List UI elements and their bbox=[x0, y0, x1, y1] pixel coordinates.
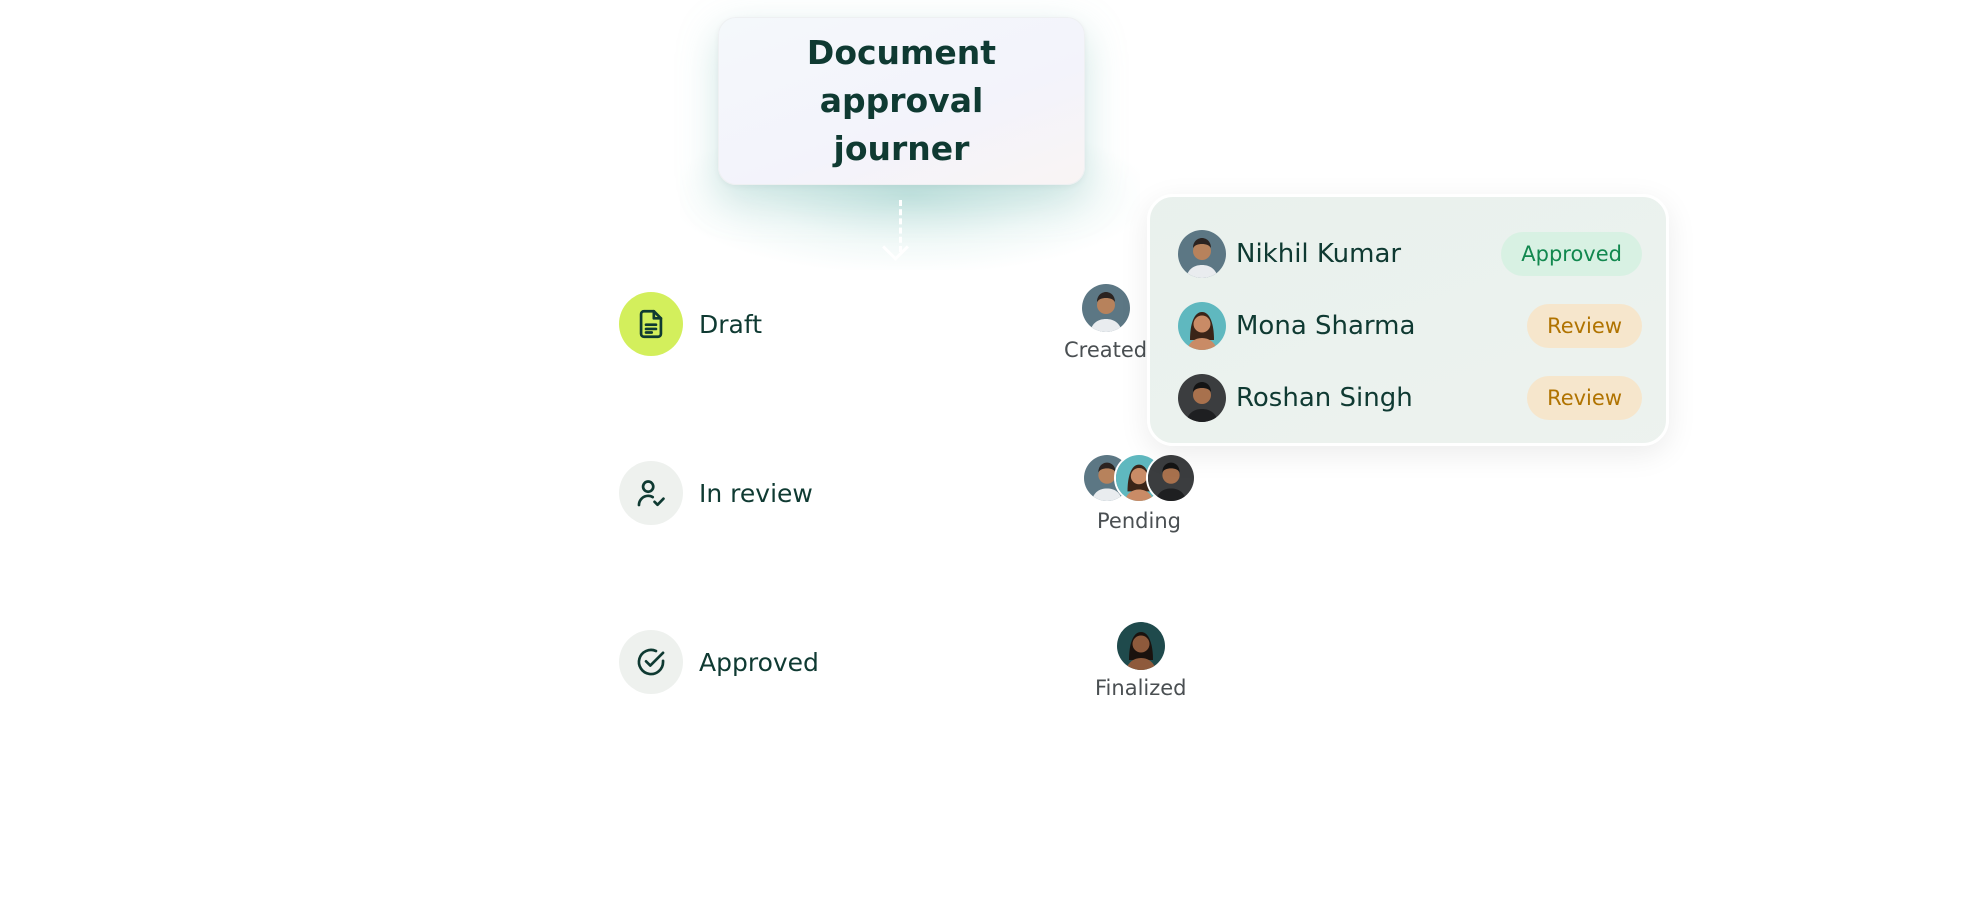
stage-label: Draft bbox=[699, 309, 763, 339]
reviewer-row[interactable]: Nikhil Kumar Approved bbox=[1178, 229, 1642, 279]
avatar-man-icon bbox=[1178, 374, 1226, 422]
document-icon bbox=[639, 309, 663, 339]
stage-in-review[interactable]: In review bbox=[619, 461, 813, 525]
journey-title-card: Document approval journer bbox=[718, 17, 1085, 185]
avatar-man-icon bbox=[1148, 455, 1194, 501]
avatar bbox=[1178, 302, 1226, 350]
avatar bbox=[1178, 374, 1226, 422]
reviewer-row[interactable]: Roshan Singh Review bbox=[1178, 373, 1642, 423]
page-title: Document approval journer bbox=[806, 33, 997, 168]
reviewer-row[interactable]: Mona Sharma Review bbox=[1178, 301, 1642, 351]
stage-draft-icon-wrap bbox=[619, 292, 683, 356]
status-finalized: Finalized bbox=[1095, 622, 1187, 700]
reviewers-panel: Nikhil Kumar Approved Mona Sharma Review bbox=[1147, 194, 1669, 446]
status-caption: Created bbox=[1064, 338, 1148, 362]
avatar[interactable] bbox=[1116, 622, 1165, 670]
avatar-group bbox=[1064, 284, 1147, 332]
stage-review-icon-wrap bbox=[619, 461, 683, 525]
stage-approved-icon-wrap bbox=[619, 630, 683, 694]
check-circle-icon bbox=[637, 648, 665, 676]
stage-draft[interactable]: Draft bbox=[619, 292, 762, 356]
status-badge: Approved bbox=[1501, 232, 1642, 276]
reviewer-name: Nikhil Kumar bbox=[1236, 239, 1402, 269]
reviewer-name: Mona Sharma bbox=[1236, 311, 1416, 341]
avatar[interactable] bbox=[1146, 453, 1196, 503]
avatar-group bbox=[1095, 622, 1187, 670]
status-caption: Finalized bbox=[1095, 676, 1187, 700]
status-badge: Review bbox=[1527, 376, 1642, 420]
avatar-woman-icon bbox=[1178, 302, 1226, 350]
avatar-group bbox=[1082, 453, 1196, 503]
avatar[interactable] bbox=[1081, 284, 1130, 332]
status-caption: Pending bbox=[1097, 509, 1181, 533]
reviewer-name: Roshan Singh bbox=[1236, 383, 1413, 413]
avatar bbox=[1178, 230, 1226, 278]
status-pending: Pending bbox=[1082, 453, 1196, 533]
avatar-man-icon bbox=[1178, 230, 1226, 278]
dashed-connector bbox=[899, 200, 902, 252]
stage-label: In review bbox=[699, 478, 813, 508]
avatar-woman-icon bbox=[1116, 622, 1165, 670]
status-created: Created bbox=[1064, 284, 1147, 362]
user-check-icon bbox=[637, 480, 665, 507]
stage-approved[interactable]: Approved bbox=[619, 630, 819, 694]
avatar-man-icon bbox=[1081, 284, 1130, 332]
status-badge: Review bbox=[1527, 304, 1642, 348]
stage-label: Approved bbox=[699, 647, 819, 677]
